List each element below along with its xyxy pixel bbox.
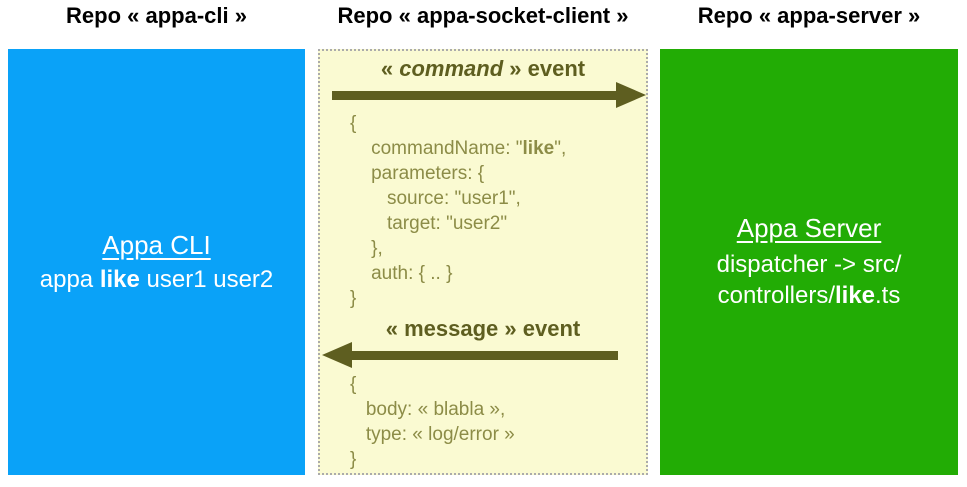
code-line: target: "user2"	[350, 213, 508, 234]
command-event-title: « command » event	[380, 56, 586, 81]
message-event-payload: { body: « blabla », type: « log/error » …	[320, 372, 646, 472]
code-line: {	[350, 113, 357, 134]
code-line: auth: { .. }	[350, 263, 453, 284]
code-line: commandName: "like",	[350, 138, 567, 159]
command-event-payload: { commandName: "like", parameters: { sou…	[320, 111, 646, 311]
appa-server-title: Appa Server	[736, 213, 882, 243]
code-line: },	[350, 238, 383, 259]
code-line: {	[350, 374, 357, 395]
repo-title-appa-cli: Repo « appa-cli »	[66, 3, 247, 28]
socket-client-box: « command » event { commandName: "like",…	[318, 49, 648, 475]
code-line: body: « blabla »,	[350, 399, 506, 420]
repo-title-appa-socket-client: Repo « appa-socket-client »	[337, 3, 629, 28]
code-line: }	[350, 288, 357, 309]
arrow-shaft	[352, 350, 618, 360]
appa-server-path-text: dispatcher -> src/ controllers/like.ts	[716, 251, 902, 309]
arrow-head-right	[616, 82, 646, 108]
column-appa-socket-client: Repo « appa-socket-client » « command » …	[318, 0, 648, 475]
repo-title-appa-server: Repo « appa-server »	[697, 3, 921, 28]
arrow-right-icon	[332, 82, 646, 108]
appa-server-box: Appa Server dispatcher -> src/ controlle…	[660, 49, 958, 475]
code-line: }	[350, 449, 357, 470]
column-appa-cli: Repo « appa-cli » Appa CLI appa like use…	[8, 0, 305, 475]
arrow-left-icon	[322, 342, 618, 368]
code-line: parameters: {	[350, 163, 485, 184]
column-appa-server: Repo « appa-server » Appa Server dispatc…	[660, 0, 958, 475]
code-line: source: "user1",	[350, 188, 521, 209]
appa-cli-command-text: appa like user1 user2	[39, 266, 274, 293]
arrow-head-left	[322, 342, 352, 368]
diagram-columns: Repo « appa-cli » Appa CLI appa like use…	[8, 0, 958, 475]
arrow-shaft	[332, 90, 616, 100]
code-line: type: « log/error »	[350, 424, 515, 445]
appa-cli-box: Appa CLI appa like user1 user2	[8, 49, 305, 475]
message-event-title: « message » event	[385, 316, 581, 341]
appa-cli-title: Appa CLI	[102, 230, 211, 260]
